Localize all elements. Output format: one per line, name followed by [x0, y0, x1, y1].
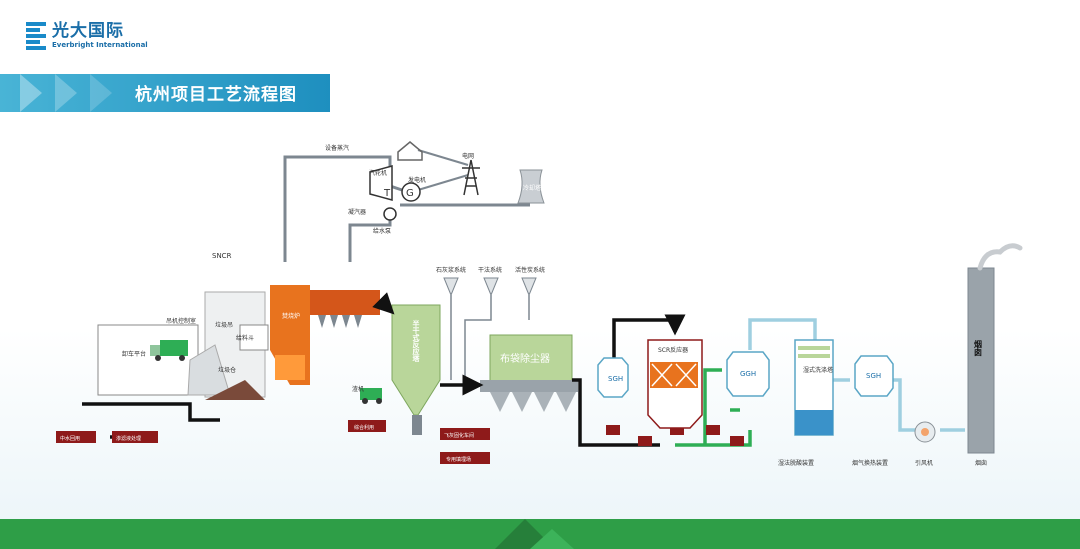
label-dry-system: 干法系统 — [478, 266, 502, 274]
reagent-lines — [450, 295, 530, 380]
label-waste-pit: 垃圾仓 — [218, 366, 236, 374]
bag-filter — [480, 334, 578, 412]
label-leachate-plant: 渗滤液处理 — [116, 435, 141, 442]
brand-name-cn: 光大国际 — [52, 21, 124, 41]
landfill-box — [440, 452, 490, 464]
waste-building — [97, 291, 269, 400]
steam-pipes — [283, 155, 530, 262]
footer-triangles-icon — [495, 519, 574, 549]
label-control-room: 吊机控制室 — [166, 317, 196, 325]
furnace — [270, 285, 380, 385]
label-feed-pump: 给水泵 — [373, 227, 391, 235]
semi-dry-reaction-tower — [391, 304, 441, 435]
house-icon — [397, 141, 423, 161]
footer-band — [0, 519, 1080, 549]
brand-mark-icon — [26, 22, 46, 50]
scr-reactor — [647, 339, 703, 429]
label-id-fan: 引风机 — [915, 459, 933, 467]
label-clean-water: 中水回用 — [60, 435, 80, 442]
transmission-tower-icon — [462, 159, 480, 196]
wet-scrubber — [794, 339, 834, 436]
label-turbine-symbol: T — [383, 188, 391, 199]
label-slag-machine: 渣机 — [352, 385, 364, 393]
cooling-tower-icon — [517, 169, 545, 204]
label-slag-out: 综合利用 — [354, 424, 374, 431]
label-incinerator: 焚烧炉 — [282, 312, 300, 320]
label-cooling-tower: 冷却塔 — [523, 184, 541, 192]
label-steam-other: 设备蒸汽 — [325, 144, 349, 152]
label-stack: 烟囱 — [975, 459, 987, 467]
label-sgh-2: SGH — [866, 372, 881, 380]
label-landfill: 专用填埋场 — [446, 456, 471, 463]
label-grid: 电网 — [462, 152, 474, 160]
label-waste-crane: 垃圾吊 — [215, 321, 233, 329]
brand-name-en: Everbright International — [52, 41, 148, 49]
label-flue-heat: 烟气换热装置 — [852, 459, 888, 467]
slag-reuse-box — [348, 420, 386, 432]
stack — [967, 243, 1023, 454]
leachate-box — [112, 431, 158, 443]
generator-icon — [401, 182, 421, 202]
label-scr: SCR反应器 — [658, 346, 688, 354]
title-banner — [0, 74, 330, 112]
turbine-icon — [369, 165, 393, 201]
label-feed-hopper: 给料斗 — [236, 334, 254, 342]
ggh — [726, 351, 770, 397]
label-sncr: SNCR — [212, 252, 232, 260]
page-title: 杭州项目工艺流程图 — [135, 85, 297, 105]
label-ggh: GGH — [740, 370, 756, 378]
label-lime-system: 石灰浆系统 — [436, 266, 466, 274]
label-wet-scrubber: 湿式洗涤塔 — [803, 366, 833, 374]
power-lines — [417, 149, 469, 191]
fly-ash-box — [440, 428, 490, 440]
label-condenser: 凝汽器 — [348, 208, 366, 216]
label-carbon-system: 活性炭系统 — [515, 266, 545, 274]
reagent-hoppers — [443, 277, 537, 297]
clean-water-box — [56, 431, 96, 443]
brand-logo: 光大国际 Everbright International — [26, 22, 148, 50]
label-turbine: 汽轮机 — [369, 169, 387, 177]
condenser-icon — [383, 207, 397, 221]
label-chimney: 烟囱 — [974, 339, 983, 357]
sgh-1 — [597, 357, 629, 398]
label-tipping-hall: 卸车平台 — [122, 350, 146, 358]
label-sgh-1: SGH — [608, 375, 623, 383]
green-pipe — [675, 368, 752, 447]
flue-gas-line — [372, 292, 686, 447]
sgh-2 — [854, 355, 894, 397]
dampers — [606, 425, 744, 446]
label-generator-symbol: G — [406, 188, 414, 199]
label-generator: 发电机 — [408, 176, 426, 184]
label-bag-filter: 布袋除尘器 — [500, 352, 550, 365]
garbage-truck-icon — [150, 340, 188, 361]
id-fan-icon — [914, 421, 936, 443]
label-fly-ash-solid: 飞灰固化车间 — [444, 432, 474, 439]
label-wet-deacid: 湿法脱酸装置 — [778, 459, 814, 467]
slag-truck-icon — [360, 388, 382, 404]
label-semi-dry-tower: 半干式反应塔 — [412, 319, 421, 363]
